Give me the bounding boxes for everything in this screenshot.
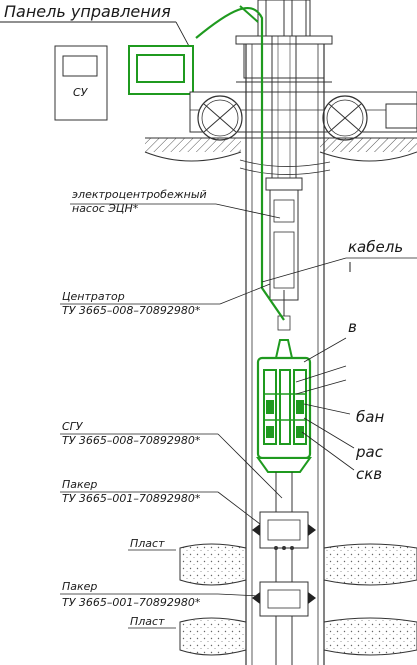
sgu-green-assembly bbox=[256, 339, 312, 473]
ground-surface bbox=[144, 137, 417, 175]
right-leader-3 bbox=[295, 379, 347, 395]
cable-label: кабель bbox=[348, 238, 403, 256]
sgu-leader bbox=[217, 433, 283, 499]
packer1-leader bbox=[217, 491, 261, 525]
formation-2 bbox=[179, 617, 417, 656]
cable-entry bbox=[239, 5, 259, 23]
valve-right bbox=[322, 95, 368, 141]
packer1-label-line2: ТУ 3665–001–70892980* bbox=[62, 492, 201, 505]
right-leader-2 bbox=[295, 365, 347, 383]
packer2-leader bbox=[217, 593, 261, 597]
tubing bbox=[271, 36, 297, 178]
formation-1 bbox=[179, 543, 417, 586]
right-b-leader bbox=[303, 337, 347, 363]
side-flange bbox=[385, 103, 417, 129]
su-label: СУ bbox=[73, 86, 89, 99]
right-label-ras: рас bbox=[355, 443, 384, 461]
pump-leader bbox=[215, 203, 281, 219]
plast2-label: Пласт bbox=[130, 615, 165, 628]
power-cable bbox=[195, 7, 285, 321]
right-label-ban: бан bbox=[356, 408, 384, 426]
lower-tubing bbox=[275, 472, 293, 665]
packer2-label-line2: ТУ 3665–001–70892980* bbox=[62, 596, 201, 609]
esp-pump bbox=[265, 177, 303, 331]
right-ras-leader bbox=[303, 417, 355, 449]
plast1-label: Пласт bbox=[130, 537, 165, 550]
control-panel-box bbox=[128, 45, 194, 95]
right-skv-leader bbox=[301, 431, 355, 471]
pump-label-line2: насос ЭЦН* bbox=[72, 202, 139, 215]
centrator-label-line1: Центратор bbox=[62, 290, 125, 303]
valve-left bbox=[197, 95, 243, 141]
title-leader bbox=[175, 21, 191, 49]
packer-2 bbox=[252, 581, 316, 617]
right-ban-leader bbox=[303, 403, 351, 415]
sgu-label-line2: ТУ 3665–008–70892980* bbox=[62, 434, 201, 447]
control-station-box: СУ bbox=[54, 45, 108, 121]
cable-leader bbox=[261, 257, 347, 283]
packer2-label-line1: Пакер bbox=[62, 580, 97, 593]
right-label-b: в bbox=[348, 318, 357, 336]
packer1-label-line1: Пакер bbox=[62, 478, 97, 491]
right-label-skv: скв bbox=[356, 465, 382, 483]
title-label: Панель управления bbox=[4, 2, 171, 21]
centrator-label-line2: ТУ 3665–008–70892980* bbox=[62, 304, 201, 317]
packer-1 bbox=[252, 511, 316, 550]
sgu-label-line1: СГУ bbox=[62, 420, 84, 433]
pump-label-line1: электроцентробежный bbox=[72, 188, 207, 201]
centrator-leader bbox=[219, 283, 271, 305]
